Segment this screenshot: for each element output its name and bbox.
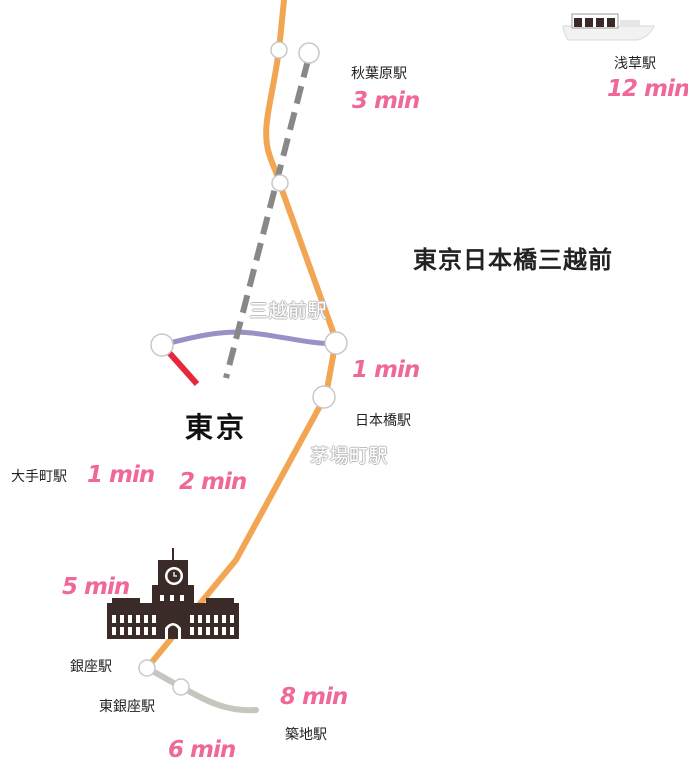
station-label-higashi-ginza: 東銀座駅 — [99, 699, 155, 715]
station-marker-kanda — [271, 174, 289, 192]
station-label-akihabara: 秋葉原駅 — [351, 66, 407, 82]
area-headline: 東京日本橋三越前 — [413, 246, 613, 274]
center-label-tokyo: 東京 — [185, 411, 248, 444]
station-marker-higashi-ginza — [172, 678, 190, 696]
station-label-asakusa: 浅草駅 — [614, 56, 656, 72]
travel-time-mitsukoshimae: 1 min — [352, 357, 420, 383]
station-marker-otemachi — [150, 333, 174, 357]
station-marker-nihonbashi — [312, 385, 336, 409]
station-markers — [138, 41, 348, 696]
station-label-mitsukoshimae: 三越前駅 — [249, 300, 328, 322]
marunouchi-line — [162, 346, 200, 386]
station-label-tsukiji: 築地駅 — [285, 727, 327, 743]
sightseeing-boat-icon — [562, 13, 655, 41]
dashed-transfer-line — [223, 59, 311, 379]
tokyo-station-building-icon — [107, 548, 239, 639]
travel-time-tsukiji: 8 min — [280, 684, 348, 710]
travel-time-otemachi: 1 min — [87, 462, 155, 488]
travel-time-ginza: 5 min — [62, 574, 130, 600]
station-marker-akihabara-ginza — [270, 41, 288, 59]
travel-time-higashi-ginza: 6 min — [168, 737, 236, 763]
station-marker-akihabara — [298, 42, 320, 64]
hibiya-line — [144, 665, 259, 714]
station-label-ginza: 銀座駅 — [70, 659, 112, 675]
travel-time-akihabara: 3 min — [352, 88, 420, 114]
station-marker-ginza — [138, 659, 156, 677]
hanzomon-line — [159, 329, 338, 348]
travel-time-tokyo: 2 min — [179, 469, 247, 495]
station-label-kayabacho: 茅場町駅 — [310, 445, 389, 467]
travel-time-asakusa: 12 min — [607, 76, 688, 102]
station-label-otemachi: 大手町駅 — [11, 469, 67, 485]
station-marker-mitsukoshimae — [324, 331, 348, 355]
station-label-nihonbashi: 日本橋駅 — [355, 413, 411, 429]
